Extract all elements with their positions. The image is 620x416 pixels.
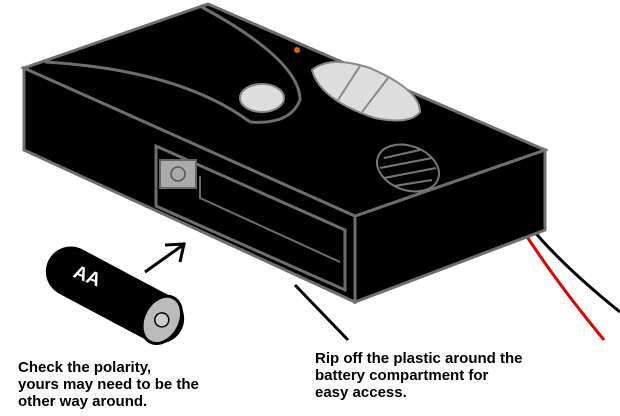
pointer-line xyxy=(293,283,350,342)
terminal xyxy=(159,159,197,189)
speaker-grille xyxy=(376,143,440,193)
battery-compartment xyxy=(154,143,347,293)
rocker-button xyxy=(310,61,422,122)
polarity-caption: Check the polarity, yours may need to be… xyxy=(18,359,199,410)
top-curve xyxy=(199,4,302,124)
arrow-line xyxy=(144,243,184,274)
led-dot xyxy=(294,47,300,53)
arrow-head xyxy=(164,242,186,263)
top-curve xyxy=(44,60,251,124)
plastic-caption: Rip off the plastic around the battery c… xyxy=(315,350,523,401)
round-button xyxy=(239,83,285,113)
aa-battery xyxy=(45,246,185,346)
